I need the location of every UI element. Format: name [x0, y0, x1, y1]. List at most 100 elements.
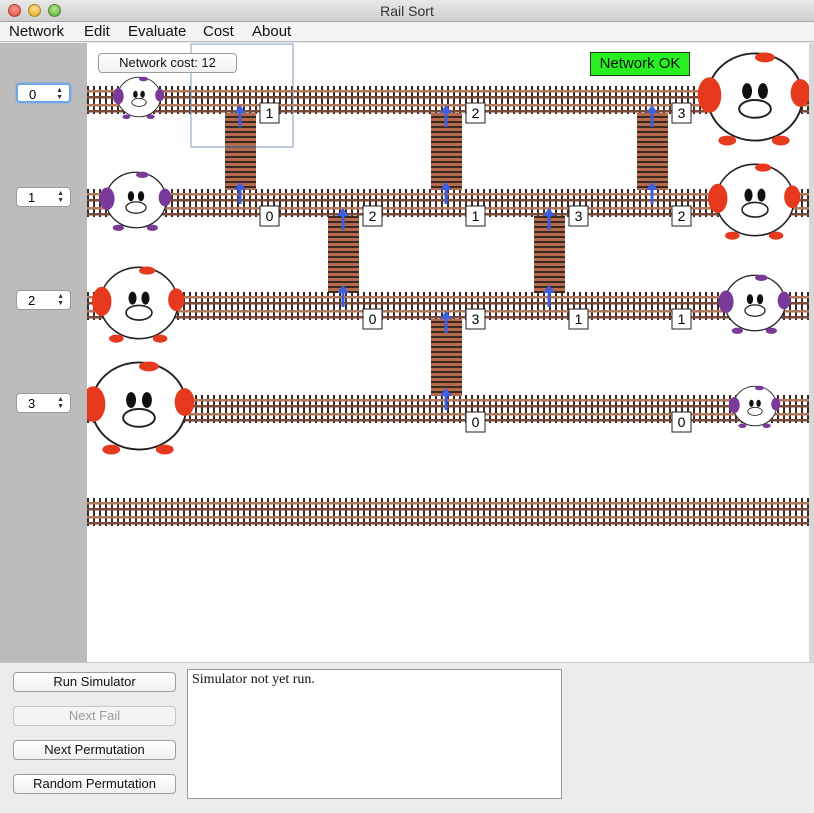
rail-line	[87, 296, 809, 299]
cow-spot	[155, 88, 165, 102]
cow-snout	[747, 406, 763, 416]
cow-spot	[99, 187, 115, 211]
arrow-head	[646, 105, 658, 113]
cow-eye	[127, 191, 135, 202]
window-title: Rail Sort	[380, 3, 434, 19]
arrow-head	[543, 285, 555, 293]
label-text: 2	[472, 105, 480, 121]
random-permutation-button[interactable]: Random Permutation	[13, 774, 176, 794]
cow-icon	[718, 274, 791, 334]
label-box	[259, 205, 280, 227]
input-spinner-2[interactable]: 2 ▲▼	[16, 290, 71, 310]
rail-line	[87, 399, 809, 402]
input-spinner-3[interactable]: 3 ▲▼	[16, 393, 71, 413]
arrow-head	[337, 285, 349, 293]
cow-snout	[125, 201, 147, 214]
cow-eye	[133, 90, 138, 98]
cow-eye	[756, 399, 761, 407]
simulator-log[interactable]: Simulator not yet run.	[187, 669, 562, 799]
zoom-window-button[interactable]	[48, 4, 61, 17]
cow-hoof	[146, 114, 155, 120]
spinner-arrows-icon[interactable]: ▲▼	[57, 293, 64, 307]
cow-eye	[141, 392, 152, 408]
arrow-head	[234, 105, 246, 113]
rail-line	[87, 104, 809, 107]
spinner-arrows-icon[interactable]: ▲▼	[57, 396, 64, 410]
comparator-label: 1	[465, 205, 486, 227]
arrow-head	[646, 182, 658, 190]
cow-spot	[728, 397, 740, 414]
arrow-head	[440, 388, 452, 396]
rail-line	[87, 302, 809, 305]
cow-spot	[174, 388, 195, 416]
cow-snout	[125, 304, 153, 321]
cow-eye	[744, 188, 753, 202]
cow-spot	[755, 385, 764, 391]
network-cost-button[interactable]: Network cost: 12	[98, 53, 237, 73]
rail-track	[87, 395, 809, 423]
cow-spot	[708, 183, 728, 213]
spinner-arrows-icon[interactable]: ▲▼	[57, 190, 64, 204]
up-arrow-icon	[440, 311, 452, 333]
cow-eye	[742, 83, 753, 99]
menu-network[interactable]: Network	[9, 23, 65, 40]
label-text: 2	[369, 208, 377, 224]
next-fail-button[interactable]: Next Fail	[13, 706, 176, 726]
cow-hoof	[718, 135, 737, 146]
label-box	[465, 205, 486, 227]
comparator-label: 2	[465, 102, 486, 124]
cow-spot	[784, 185, 801, 209]
input-spinner-0[interactable]: 0 ▲▼	[16, 83, 71, 103]
comparator-bridge	[431, 105, 462, 204]
cow-spot	[790, 79, 809, 107]
rail-track	[87, 498, 809, 526]
cow-hoof	[146, 224, 159, 231]
cow-spot	[139, 361, 159, 372]
close-window-button[interactable]	[8, 4, 21, 17]
label-text: 2	[678, 208, 686, 224]
menu-edit[interactable]: Edit	[84, 23, 110, 40]
comparator-bridge	[328, 208, 359, 307]
cow-hoof	[771, 135, 790, 146]
label-box	[568, 308, 589, 330]
cow-hoof	[768, 231, 784, 240]
menu-cost[interactable]: Cost	[203, 23, 234, 40]
arrow-head	[440, 105, 452, 113]
label-text: 0	[369, 311, 377, 327]
next-permutation-button[interactable]: Next Permutation	[13, 740, 176, 760]
up-arrow-icon	[543, 285, 555, 307]
cow-spot	[755, 274, 768, 281]
menu-bar: Network Edit Evaluate Cost About	[0, 22, 814, 42]
comparator-bridge	[637, 105, 668, 204]
minimize-window-button[interactable]	[28, 4, 41, 17]
run-simulator-button[interactable]: Run Simulator	[13, 672, 176, 692]
cow-icon	[87, 361, 195, 455]
cow-eye	[746, 294, 754, 305]
network-status-badge: Network OK	[590, 52, 690, 76]
cow-eye	[128, 291, 137, 305]
up-arrow-icon	[440, 105, 452, 127]
cow-icon	[708, 163, 801, 240]
cow-spot	[92, 286, 112, 316]
cow-spot	[139, 266, 156, 275]
cow-spot	[777, 291, 791, 310]
title-bar: Rail Sort	[0, 0, 814, 22]
arrow-head	[543, 208, 555, 216]
cow-eye	[140, 90, 145, 98]
rail-line	[87, 502, 809, 505]
input-spinner-1[interactable]: 1 ▲▼	[16, 187, 71, 207]
rail-line	[87, 508, 809, 511]
spinner-arrows-icon[interactable]: ▲▼	[56, 87, 63, 101]
cow-hoof	[762, 423, 771, 429]
menu-evaluate[interactable]: Evaluate	[128, 23, 187, 40]
rail-line	[87, 207, 809, 210]
cow-spot	[168, 288, 185, 312]
menu-about[interactable]: About	[252, 23, 292, 40]
cow-spot	[112, 88, 124, 105]
rail-line	[87, 96, 809, 99]
comparator-label: 2	[362, 205, 383, 227]
cow-body	[706, 52, 804, 142]
up-arrow-icon	[234, 105, 246, 127]
